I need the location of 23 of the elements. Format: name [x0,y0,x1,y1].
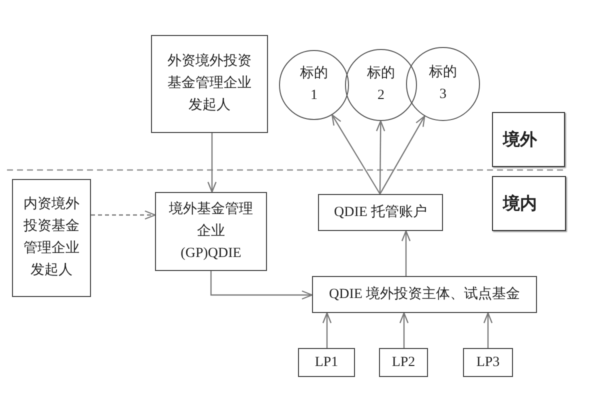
arrow [322,312,332,348]
circle-node: 标的1 [279,50,349,120]
process-box: LP3 [463,348,513,377]
arrow [401,230,411,276]
arrow [483,312,493,348]
process-box: 内资境外投资基金管理企业发起人 [12,179,91,297]
arrow [379,116,426,194]
process-box: 外资境外投资基金管理企业发起人 [151,35,268,133]
arrow [210,271,313,300]
process-box: QDIE 境外投资主体、试点基金 [312,276,537,313]
region-label-box: 境内 [492,176,566,231]
circle-node: 标的3 [406,47,480,121]
arrow [91,210,156,220]
arrow [207,133,217,193]
process-box: 境外基金管理企业(GP)QDIE [155,192,267,271]
arrow [376,120,386,194]
arrow [332,114,381,194]
process-box: QDIE 托管账户 [318,194,443,231]
region-label-box: 境外 [492,112,565,167]
process-box: LP2 [379,348,428,377]
process-box: LP1 [298,348,355,377]
circle-node: 标的2 [345,49,417,121]
arrow [399,312,409,348]
